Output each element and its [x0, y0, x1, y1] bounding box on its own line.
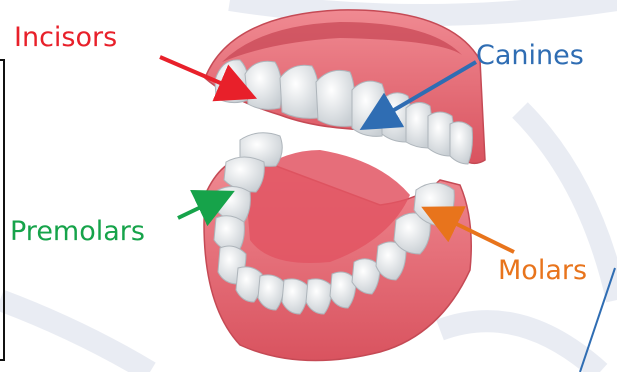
molars-label: Molars — [498, 257, 587, 284]
upper-molar — [450, 122, 473, 164]
upper-incisor — [316, 70, 355, 126]
frame-bracket — [0, 60, 4, 360]
premolars-label: Premolars — [10, 218, 145, 245]
upper-canine — [352, 81, 386, 136]
upper-incisor — [280, 65, 319, 118]
upper-incisor — [245, 61, 282, 109]
canines-label: Canines — [476, 42, 584, 69]
incisors-label: Incisors — [14, 24, 117, 51]
lower-jaw — [204, 133, 471, 361]
